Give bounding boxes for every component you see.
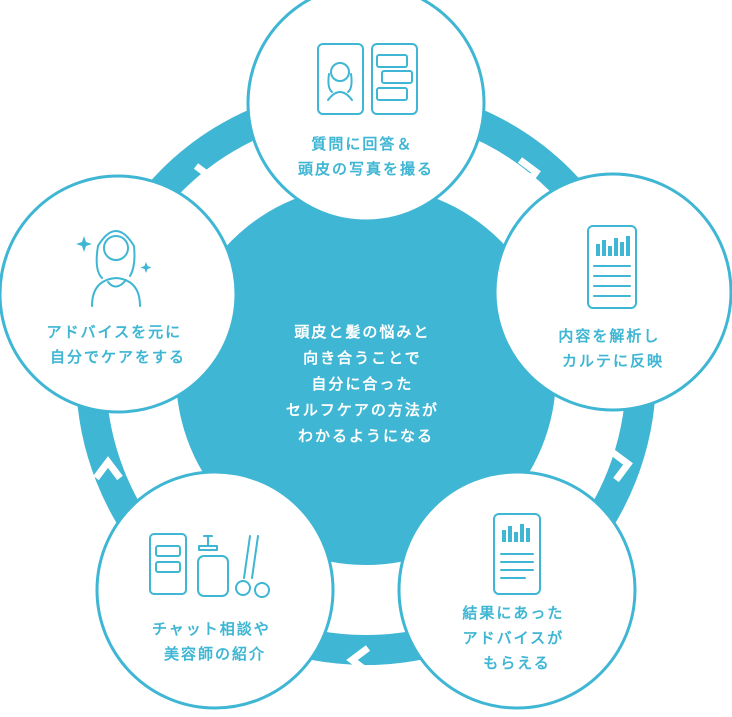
center-line: 頭皮と髪の悩みと [294,323,430,341]
ring-arrow [609,449,633,483]
step-5-label: アドバイスを元に 自分でケアをする [47,323,190,366]
ring-arrow [346,645,371,675]
ring-arrow [517,157,541,191]
sparkling-woman-icon [76,230,152,307]
phone-report-icon [493,513,541,595]
phone-chat-portrait-icon [317,43,418,115]
step-3-node: 結果にあった アドバイスが もらえる [397,470,637,710]
center-line: 向き合うことで [303,349,422,367]
step-4-node: チャット相談や 美容師の紹介 [95,470,335,710]
step-3-label: 結果にあった アドバイスが もらえる [462,604,571,672]
step-1-label: 質問に回答＆ 頭皮の写真を撮る [298,135,434,178]
ring-arrow [93,456,123,481]
ring-arrows [93,157,633,675]
center-line: わかるようになる [298,427,434,445]
center-line: セルフケアの方法が [286,401,439,419]
step-1-node: 質問に回答＆ 頭皮の写真を撮る [246,0,486,223]
step-2-label: 内容を解析し カルテに反映 [558,327,667,370]
center-text: 頭皮と髪の悩みと 向き合うことで 自分に合った セルフケアの方法が わかるように… [286,323,446,445]
center-disk [176,185,556,565]
phone-chart-icon [587,225,637,309]
ring-arrow [193,163,217,197]
products-scissors-icon [149,533,270,598]
step-4-label: チャット相談や 美容師の紹介 [152,620,278,663]
center-line: 自分に合った [311,375,413,393]
step-5-node: アドバイスを元に 自分でケアをする [0,174,238,414]
step-2-node: 内容を解析し カルテに反映 [493,172,732,412]
